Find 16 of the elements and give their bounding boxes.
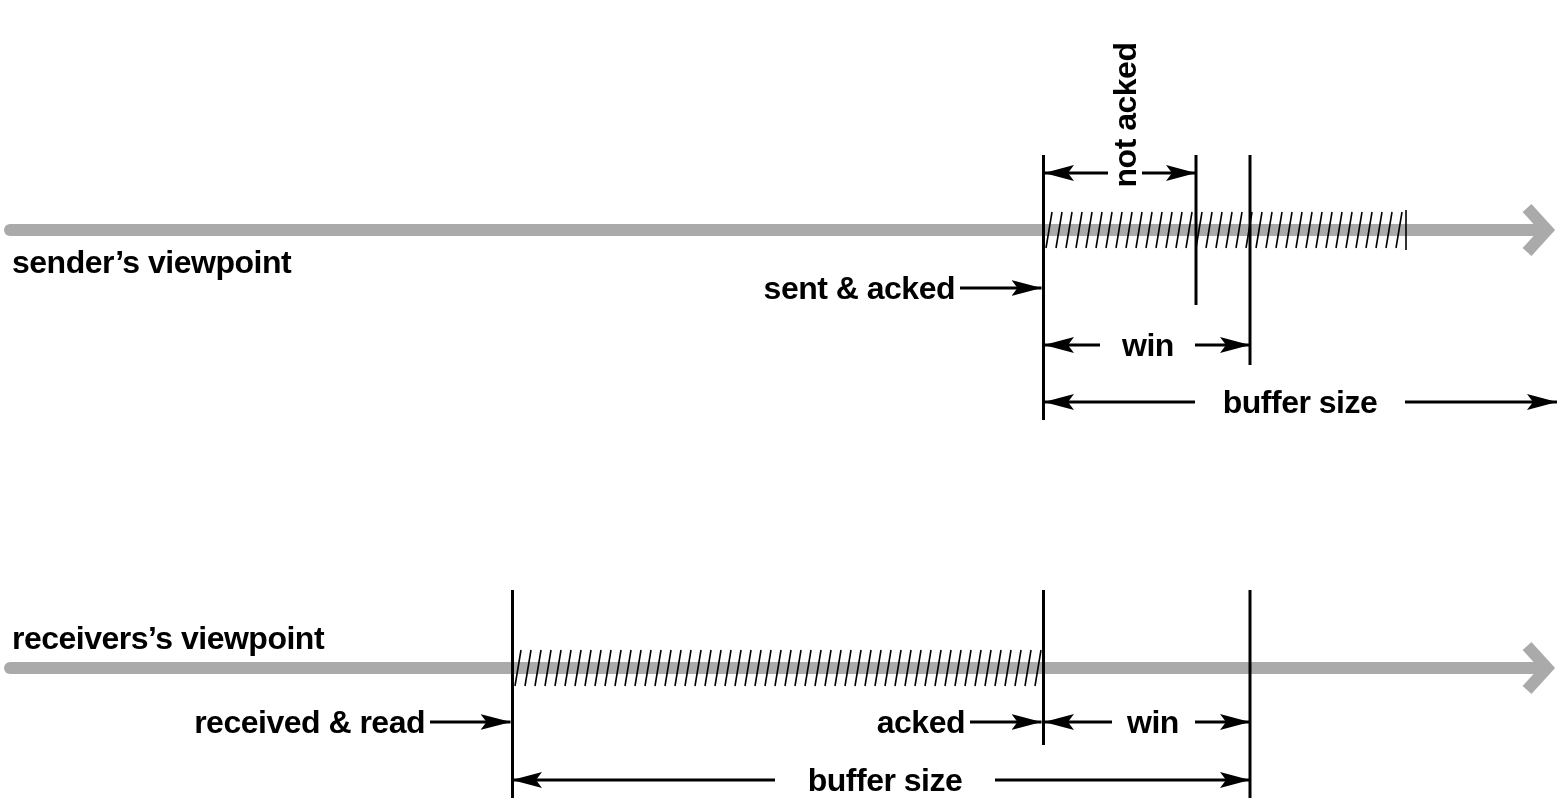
text-label: received & read: [194, 704, 425, 740]
text-label: win: [1127, 704, 1179, 740]
text-label: buffer size: [807, 762, 963, 798]
text-label: receivers’s viewpoint: [12, 620, 325, 656]
text-label: buffer size: [1222, 384, 1378, 420]
leader-arrow: [970, 714, 1042, 730]
leader-arrow: [430, 714, 511, 730]
leader-arrow: [960, 280, 1042, 296]
text-label: sender’s viewpoint: [12, 244, 292, 280]
marker-line: [1041, 590, 1045, 745]
text-label: acked: [876, 704, 965, 740]
marker-line: [1041, 155, 1045, 420]
text-label: win: [1122, 327, 1174, 363]
text-label: not acked: [1107, 42, 1143, 188]
text-label: sent & acked: [763, 270, 955, 306]
marker-line: [510, 590, 514, 798]
